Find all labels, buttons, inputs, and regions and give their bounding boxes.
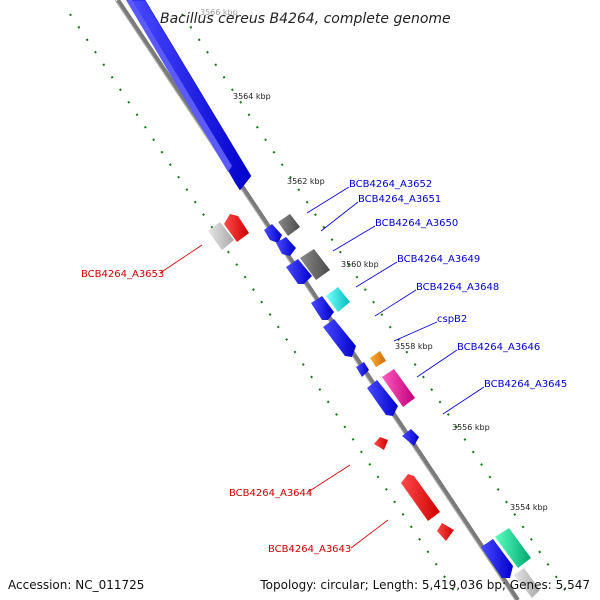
gene-label-a3652[interactable]: BCB4264_A3652 — [349, 179, 432, 190]
cds-feature-a3645b[interactable] — [382, 369, 415, 407]
cds-feature-a3643[interactable] — [401, 474, 440, 521]
cds-feature-a3648[interactable] — [311, 296, 334, 320]
cds-feature-a3653[interactable] — [208, 222, 234, 250]
cds-feature-a3644[interactable] — [374, 437, 388, 450]
topology-text: Topology: circular; Length: 5,419,036 bp… — [260, 578, 590, 592]
gene-label-a3643[interactable]: BCB4264_A3643 — [268, 544, 351, 555]
cds-feature-cspb2[interactable] — [356, 362, 369, 377]
cds-feature-bottom-green[interactable] — [495, 528, 531, 568]
gene-label-a3649[interactable]: BCB4264_A3649 — [397, 254, 480, 265]
tick-label-3558: 3558 kbp — [395, 342, 433, 351]
gene-label-a3644[interactable]: BCB4264_A3644 — [229, 488, 312, 499]
tick-label-3556: 3556 kbp — [452, 423, 490, 432]
gene-label-a3645[interactable]: BCB4264_A3645 — [484, 379, 567, 390]
cds-feature-large-blue-edge — [126, 0, 232, 172]
cds-feature-a3653b[interactable] — [224, 214, 249, 242]
cds-feature-a3650[interactable] — [300, 249, 330, 280]
cds-feature-bottom-blue[interactable] — [481, 539, 513, 578]
inner-scale-line — [69, 13, 461, 600]
tick-label-3554: 3554 kbp — [510, 503, 548, 512]
outer-scale-line — [181, 13, 566, 591]
map-title: Bacillus cereus B4264, complete genome — [160, 11, 451, 27]
gene-label-cspb2[interactable]: cspB2 — [437, 314, 467, 325]
cds-feature-a3650b[interactable] — [286, 259, 312, 284]
leader-a3651 — [320, 201, 359, 232]
leader-a3645 — [442, 386, 485, 415]
gene-label-a3653[interactable]: BCB4264_A3653 — [81, 269, 164, 280]
tick-label-3566: 3566 kbp — [200, 8, 238, 17]
genome-backbone-highlight — [114, 0, 516, 600]
forward-leader-lines — [306, 186, 485, 415]
cds-feature-a3646[interactable] — [370, 351, 386, 367]
leader-a3649 — [355, 261, 398, 288]
leader-a3646 — [416, 349, 458, 378]
leader-a3653 — [159, 244, 203, 274]
accession-text: Accession: NC_011725 — [8, 578, 145, 592]
gene-label-a3650[interactable]: BCB4264_A3650 — [375, 218, 458, 229]
cds-feature-a3651[interactable] — [278, 214, 300, 236]
leader-a3648 — [374, 289, 417, 317]
cds-feature-a3645[interactable] — [367, 380, 398, 416]
gene-label-a3651[interactable]: BCB4264_A3651 — [358, 194, 441, 205]
leader-a3652 — [306, 186, 350, 214]
cds-feature-small-blue[interactable] — [402, 429, 419, 446]
cds-feature-a3652[interactable] — [264, 224, 282, 243]
cds-feature-a3651b[interactable] — [276, 237, 296, 256]
tick-label-3564: 3564 kbp — [233, 92, 271, 101]
cds-feature-a3649[interactable] — [326, 287, 350, 312]
cds-feature-a3643b[interactable] — [437, 523, 454, 541]
leader-a3643 — [350, 519, 389, 549]
cds-feature-a3648b[interactable] — [323, 319, 356, 357]
tick-label-3560: 3560 kbp — [341, 260, 379, 269]
cds-feature-bottom-gray[interactable] — [514, 568, 540, 598]
reverse-leader-lines — [159, 244, 389, 549]
leader-a3644 — [307, 464, 351, 493]
leader-cspb2 — [393, 321, 438, 342]
gene-label-a3648[interactable]: BCB4264_A3648 — [416, 282, 499, 293]
leader-a3650 — [332, 225, 376, 252]
gene-label-a3646[interactable]: BCB4264_A3646 — [457, 342, 540, 353]
tick-label-3562: 3562 kbp — [287, 177, 325, 186]
